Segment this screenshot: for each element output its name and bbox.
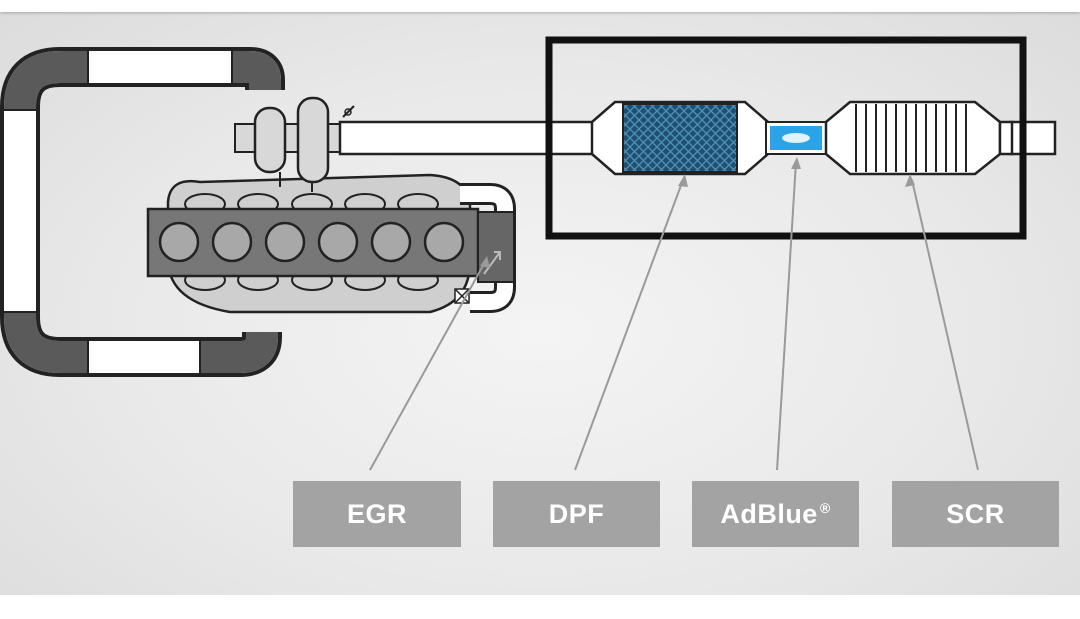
aftertreatment-housing: [545, 36, 1027, 240]
egr-return-pipe: [460, 183, 516, 313]
throttle-valve-icon: [342, 105, 355, 118]
egr-label-text: EGR: [346, 498, 407, 529]
scr-catalyst: [824, 100, 1014, 176]
dpf-filter: [590, 100, 770, 176]
scr-callout-line: [911, 179, 979, 471]
dpf-label-text: DPF: [548, 498, 605, 529]
egr-loop-pipe: [0, 47, 285, 377]
bottom-strip: [0, 595, 1080, 619]
scr-label: SCR: [892, 481, 1059, 547]
egr-label: EGR: [293, 481, 461, 547]
exhaust-diagram: EGR DPF AdBlue® SCR: [0, 12, 1080, 595]
dpf-label: DPF: [493, 481, 660, 547]
adblue-callout-line: [776, 161, 797, 471]
top-bar: [0, 0, 1080, 12]
turbocharger: [234, 96, 346, 192]
registered-mark: ®: [819, 500, 831, 516]
dpf-callout-line: [574, 179, 684, 471]
adblue-label-text: AdBlue: [720, 498, 818, 529]
engine-body: [146, 173, 480, 314]
callout-arrowheads: [480, 157, 915, 268]
egr-callout-line: [369, 261, 486, 471]
adblue-injection: [765, 121, 827, 155]
scr-label-text: SCR: [946, 498, 1005, 529]
callout-lines: [369, 161, 979, 471]
adblue-label: AdBlue®: [692, 481, 859, 547]
exhaust-system-illustration: [0, 36, 1057, 471]
